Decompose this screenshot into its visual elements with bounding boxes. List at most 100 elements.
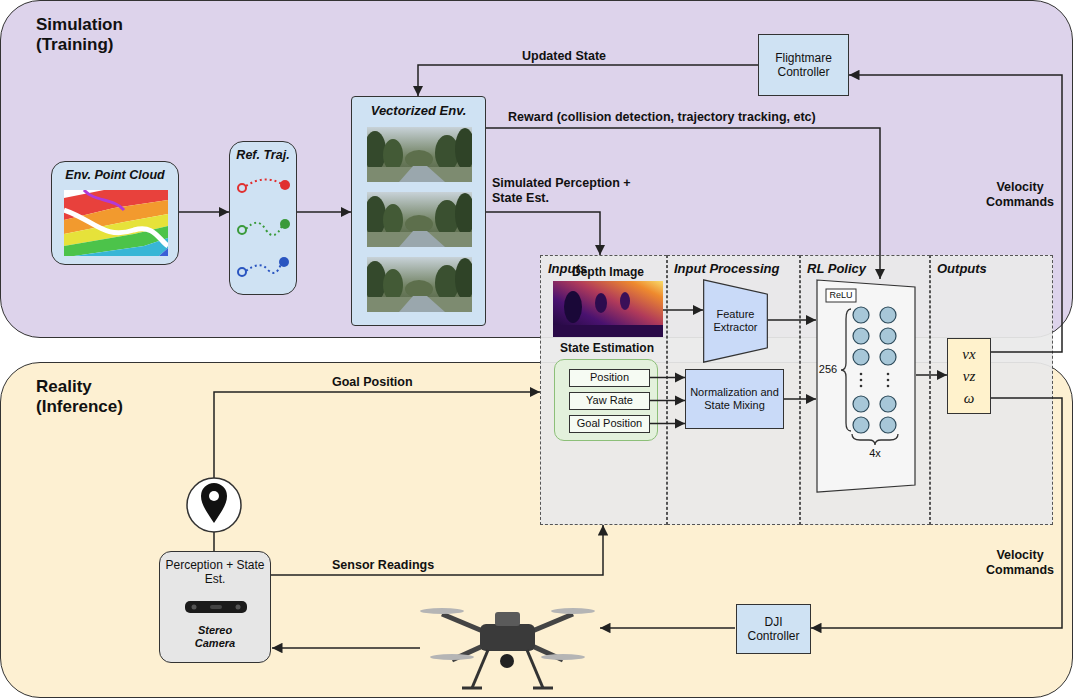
- perception-box: Perception + State Est.Stereo Camera: [159, 551, 271, 663]
- drawing-part: [880, 307, 896, 323]
- location-pin: [187, 478, 241, 532]
- text-slot: RL Policy: [807, 261, 917, 277]
- text-slot: Outputs: [937, 261, 1042, 277]
- text-slot: Sensor Readings: [330, 555, 480, 573]
- text-slot: Goal Position: [330, 372, 480, 390]
- drawing-part: [551, 608, 595, 614]
- drawing-part: [201, 483, 227, 523]
- edge-label: Reward (collision detection, trajectory …: [506, 110, 818, 125]
- drawing-part: [280, 219, 290, 229]
- drawing-part: [238, 226, 246, 234]
- box-label: vx: [962, 345, 975, 363]
- drawing-part: [452, 645, 485, 660]
- drawing-part: [367, 257, 472, 312]
- depth-image-box: Depth Image: [553, 265, 663, 341]
- point-cloud-box: Env. Point Cloud: [51, 161, 179, 265]
- connector: [916, 374, 947, 376]
- box-title: Vectorized Env.: [352, 103, 485, 119]
- drawing-part: [887, 379, 890, 382]
- drawing-part: [527, 650, 543, 688]
- stereo-camera-image: [184, 596, 248, 618]
- box-label: DJI Controller: [741, 615, 806, 644]
- drone-illustration: [420, 608, 595, 688]
- drawing-part: [853, 307, 869, 323]
- sensor-name: Stereo Camera: [180, 624, 250, 650]
- connector: [418, 65, 758, 96]
- box-label: Normalization and State Mixing: [690, 386, 779, 412]
- drawing-part: [420, 608, 464, 614]
- network-drawing: [816, 279, 916, 493]
- drawing-part: [853, 307, 896, 433]
- drawing-part: [495, 612, 520, 626]
- panel-title: Outputs: [937, 261, 1042, 277]
- drawing-part: [533, 687, 553, 690]
- box-label: Flightmare Controller: [763, 51, 844, 80]
- drawing-part: [84, 190, 124, 210]
- drawing-part: [64, 190, 168, 256]
- trajectory-box: Ref. Traj.: [229, 141, 297, 295]
- drawing-part: [620, 292, 630, 310]
- drawing-part: [246, 223, 282, 235]
- drawing-part: [238, 184, 246, 192]
- drawing-part: [704, 280, 768, 362]
- drawing-part: [887, 385, 890, 388]
- drawing-part: [553, 325, 663, 337]
- edge-label: Velocity Commands: [984, 180, 1056, 210]
- drawing-part: [367, 127, 472, 182]
- layer-width: 256: [816, 363, 840, 376]
- box-title: Env. Point Cloud: [52, 168, 178, 183]
- edge-label: Velocity Commands: [984, 548, 1056, 578]
- drawing-part: [500, 654, 514, 668]
- feature-extractor: Feature Extractor: [703, 279, 768, 363]
- connector: [663, 309, 703, 311]
- drawing-part: [853, 349, 869, 365]
- drawing-part: [209, 491, 219, 501]
- drawing-part: [880, 417, 896, 433]
- text-slot: Env. Point Cloud: [52, 168, 178, 183]
- drawing-part: [853, 396, 869, 412]
- box-label: ω: [964, 389, 975, 407]
- connector: [271, 525, 603, 575]
- connector: [784, 398, 816, 400]
- point-cloud-image: [64, 190, 168, 256]
- drawing-part: [64, 210, 168, 246]
- drawing-part: [530, 614, 573, 632]
- environment-box: Vectorized Env.: [351, 96, 486, 326]
- state-box: Goal Position: [569, 415, 650, 433]
- drawing-part: [74, 238, 168, 256]
- drawing-part: [860, 373, 863, 376]
- drawing-part: [279, 257, 289, 267]
- drawing-part: [826, 289, 856, 302]
- drawing-part: [841, 309, 851, 431]
- output-box: vx vz ω: [947, 338, 991, 414]
- text-slot: Reward (collision detection, trajectory …: [506, 107, 876, 125]
- text-slot: Velocity Commands: [984, 548, 1056, 578]
- layer-count: 4x: [855, 447, 895, 460]
- drawing-part: [887, 373, 890, 376]
- drawing-part: [246, 179, 282, 186]
- edge-label: Goal Position: [330, 375, 415, 390]
- state-box: Position: [569, 369, 650, 387]
- drawing-part: [236, 605, 241, 610]
- text-slot: Simulation (Training): [36, 15, 151, 56]
- drawing-part: [852, 434, 898, 445]
- connector: [297, 211, 351, 213]
- box-label: Goal Position: [577, 417, 642, 430]
- text-slot: Simulated Perception + State Est.: [490, 176, 655, 206]
- drawing-part: [595, 293, 607, 313]
- drawing-part: [860, 385, 863, 388]
- connector: [486, 212, 600, 255]
- trajectory-icons: [230, 172, 296, 290]
- drawing-part: [430, 654, 474, 660]
- drawing-part: [442, 614, 485, 632]
- edge-label: Simulated Perception + State Est.: [490, 176, 655, 206]
- box-label: vz: [963, 367, 976, 385]
- stage-panel: Input Processing Feature ExtractorNormal…: [667, 255, 800, 525]
- text-slot: Updated State: [520, 46, 740, 64]
- connector: [650, 400, 685, 402]
- drawing-part: [853, 328, 869, 344]
- band-title: Reality (Inference): [36, 377, 151, 418]
- connector: [768, 319, 816, 321]
